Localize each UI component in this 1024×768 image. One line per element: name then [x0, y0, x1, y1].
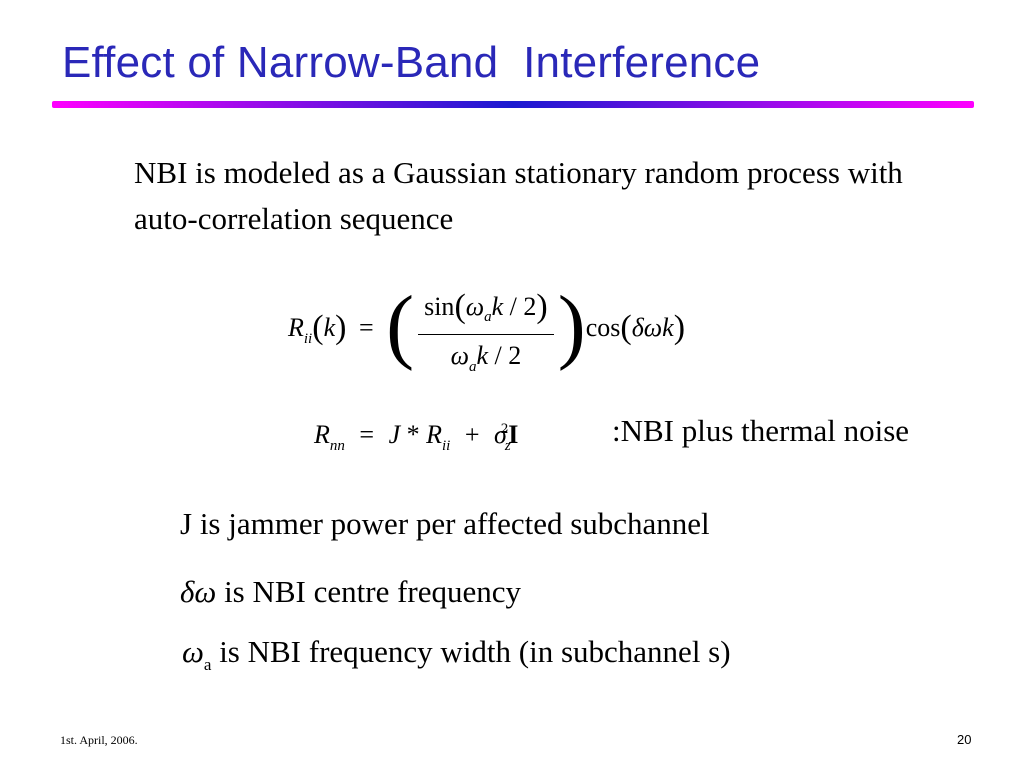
page-number: 20	[957, 732, 972, 747]
jammer-line: J is jammer power per affected subchanne…	[180, 506, 710, 541]
intro-text: NBI is modeled as a Gaussian stationary …	[134, 155, 903, 236]
rnn-caption: :NBI plus thermal noise	[612, 413, 910, 448]
equation-rnn: Rnn = J * Rii + σz2I	[314, 420, 519, 454]
omega-a-symbol: ωa	[182, 634, 212, 674]
frequency-width-text: is NBI frequency width (in subchannel s)	[219, 634, 731, 669]
delta-omega-symbol: δω	[180, 574, 217, 609]
centre-frequency-text: is NBI centre frequency	[224, 574, 522, 609]
equation-rii: Rii(k) = ( sin(ωak / 2) ωak / 2 )cos(δωk…	[288, 279, 686, 375]
centre-frequency-line: δω is NBI centre frequency	[180, 574, 521, 610]
footer-date: 1st. April, 2006.	[60, 733, 138, 747]
slide-title: Effect of Narrow-Band Interference	[62, 38, 761, 87]
frequency-width-line: ωa is NBI frequency width (in subchannel…	[182, 634, 731, 674]
title-divider	[52, 101, 974, 108]
